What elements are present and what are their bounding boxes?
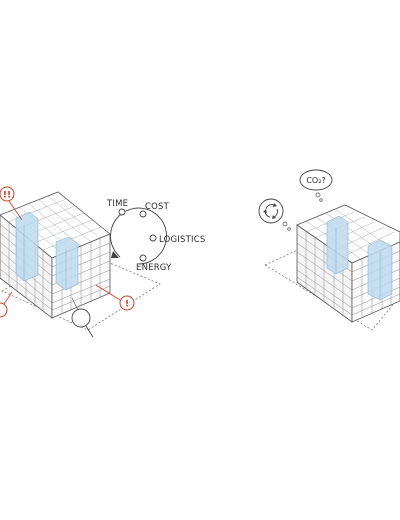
warning-marker-left: [0, 291, 13, 318]
left-highlight-volume-2: [55, 236, 79, 291]
cycle-node-cost: [139, 210, 147, 218]
co2-bubble-text: CO₂?: [306, 176, 325, 185]
right-front-floor-lines: [296, 231, 353, 316]
magnifier-icon: [71, 297, 94, 338]
warning-marker-right: !: [95, 284, 135, 311]
cycle-label-logistics: LOGISTICS: [159, 235, 205, 245]
right-building-group: [264, 204, 400, 331]
left-building-group: [0, 191, 161, 331]
cycle-node-logistics: [149, 234, 157, 242]
cycle-node-energy: [139, 254, 147, 262]
co2-thought-bubble: CO₂?: [299, 169, 333, 202]
cycle-node-time: [118, 208, 126, 216]
process-cycle: TIME COST LOGISTICS ENERGY: [106, 199, 205, 273]
cycle-label-cost: COST: [145, 202, 170, 212]
cycle-label-time: TIME: [106, 199, 128, 209]
left-site-footprint: [1, 247, 161, 331]
cycle-label-energy: ENERGY: [136, 263, 172, 273]
right-highlight-volume-1: [326, 215, 349, 275]
left-highlight-volume-1: [15, 211, 39, 282]
warning-marker-top: !!: [0, 186, 23, 221]
cycle-ring: [110, 207, 167, 265]
warning-marker-right-text: !: [125, 300, 129, 310]
cycle-arrow-icon: [111, 251, 119, 258]
recycle-thought: [258, 198, 291, 231]
warning-marker-top-text: !!: [3, 191, 11, 201]
